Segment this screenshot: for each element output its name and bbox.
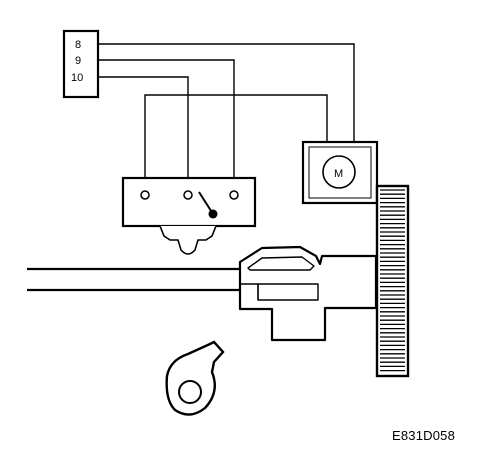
wire-pin-8 xyxy=(98,43,355,146)
limit-switch xyxy=(121,176,257,255)
connector-pin-10: 10 xyxy=(71,72,83,84)
figure-code: E831D058 xyxy=(392,428,456,443)
gear-wheel xyxy=(375,184,410,378)
motor: M xyxy=(301,140,379,205)
cam-hole xyxy=(178,380,202,404)
switch-pivot xyxy=(208,209,218,219)
switch-plunger xyxy=(159,225,217,255)
motor-label: M xyxy=(334,168,343,180)
cam-part xyxy=(165,340,225,416)
wire-pin-9 xyxy=(98,59,235,190)
switch-terminal-right xyxy=(229,190,239,200)
shaft xyxy=(27,267,244,292)
switch-terminal-left xyxy=(140,190,150,200)
connector-block: 8 9 10 xyxy=(62,29,100,99)
connector-pin-8: 8 xyxy=(75,39,81,51)
switch-terminal-middle xyxy=(183,190,193,200)
cam-lever xyxy=(238,245,378,342)
wire-switch-to-motor xyxy=(144,94,328,190)
connector-pin-9: 9 xyxy=(75,55,81,67)
motor-symbol xyxy=(322,155,356,189)
wire-pin-10 xyxy=(98,76,189,190)
wires xyxy=(98,43,355,190)
